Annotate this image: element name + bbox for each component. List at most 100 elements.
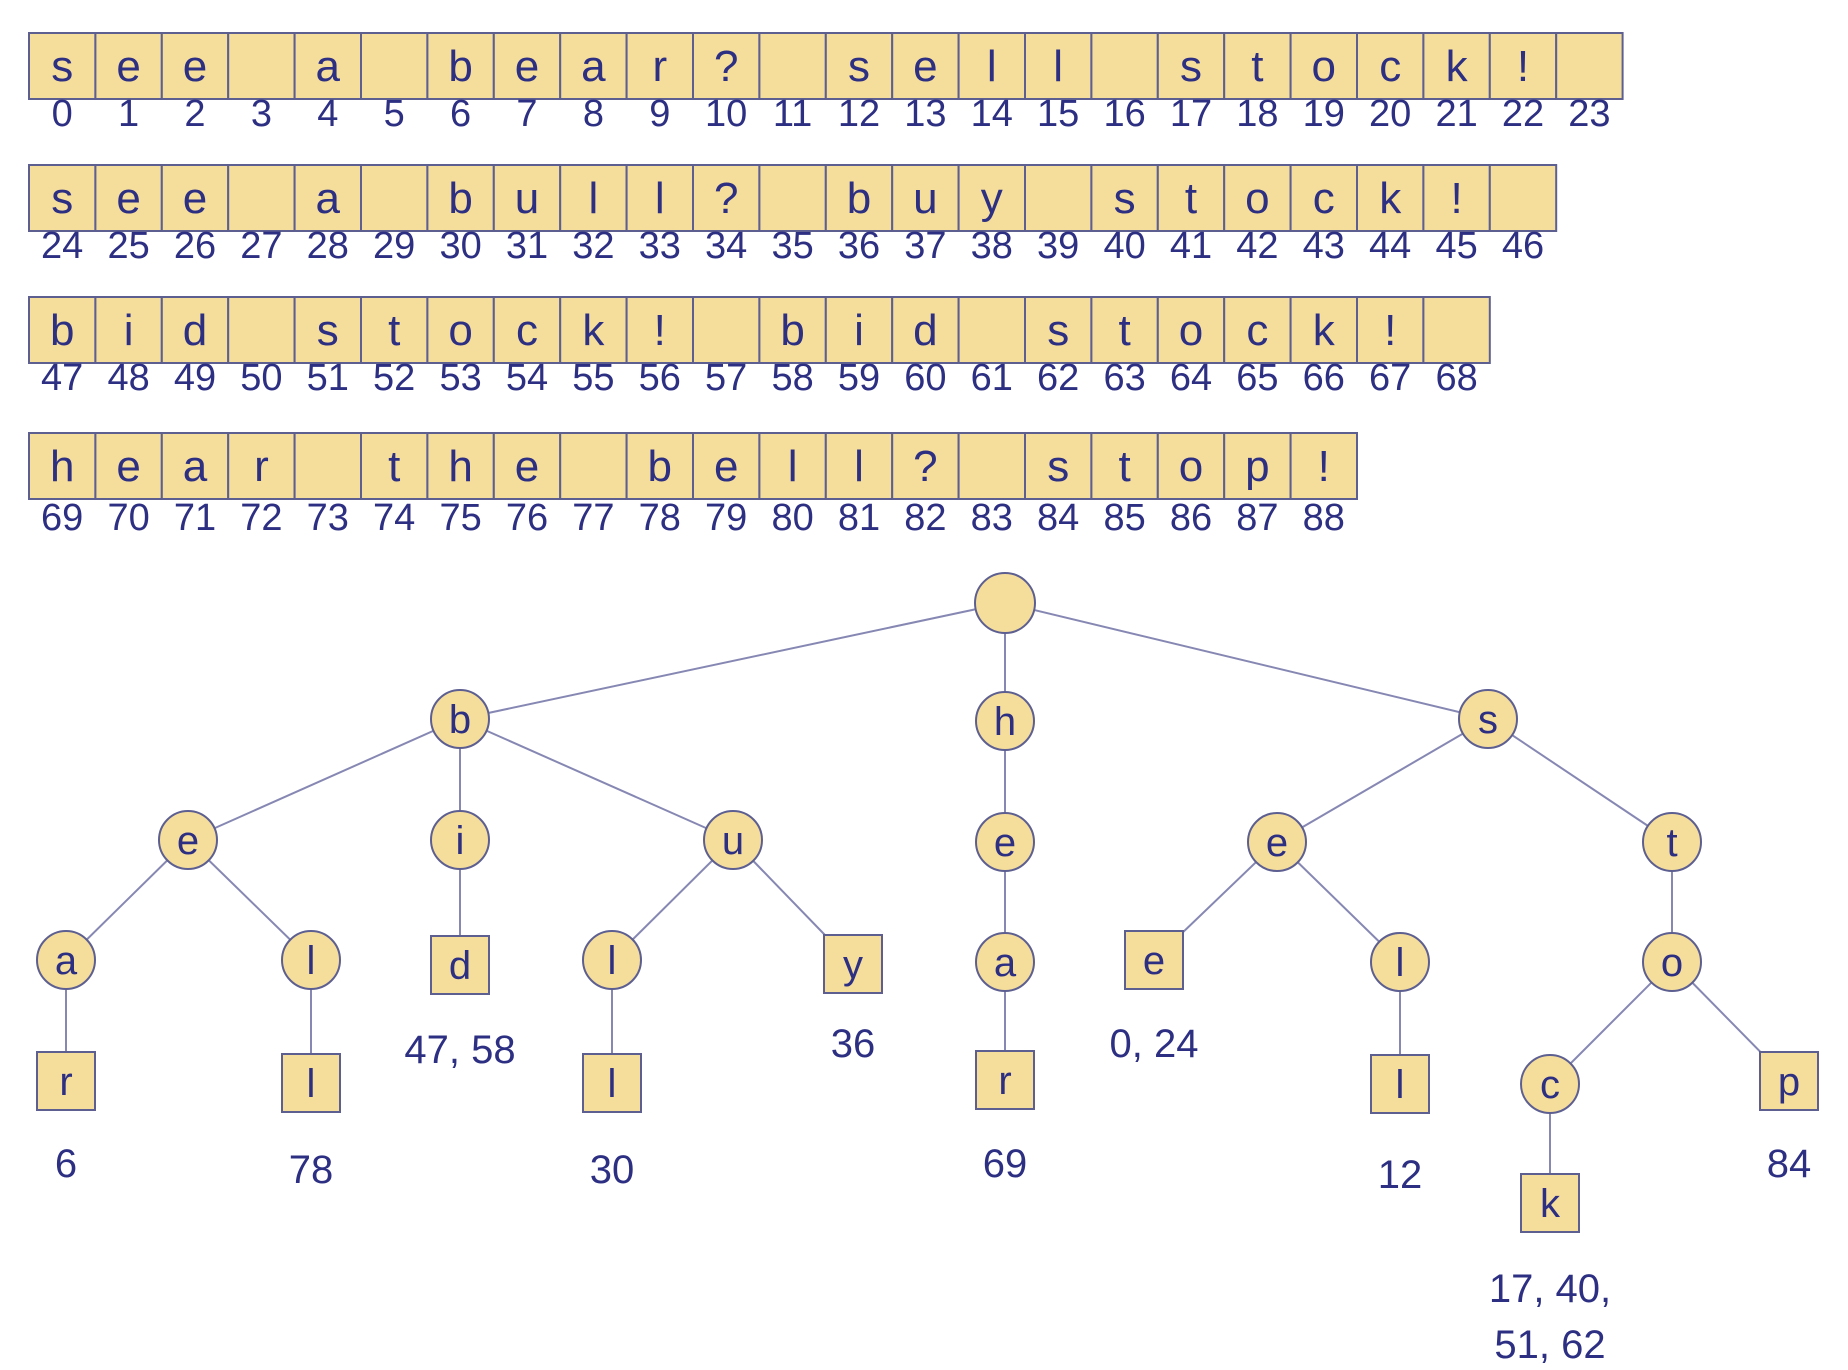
trie-edge-s-se (1276, 718, 1489, 843)
node-circle (975, 691, 1035, 751)
char-cell (1024, 296, 1093, 364)
char-index-label: 84 (1037, 497, 1079, 539)
char-cell-text: k (582, 306, 605, 355)
char-index-label: 12 (838, 93, 880, 135)
char-index-label: 63 (1103, 357, 1145, 399)
char-cell (1289, 32, 1358, 100)
node-label: r (59, 1060, 72, 1104)
node-label: t (1666, 821, 1677, 865)
char-cell (426, 32, 495, 100)
char-index-label: 66 (1303, 357, 1345, 399)
trie-node-st: t (1642, 812, 1702, 872)
char-index-label: 80 (771, 497, 813, 539)
node-label: e (1266, 821, 1288, 865)
char-index-label: 44 (1369, 225, 1411, 267)
char-cell-text: l (589, 174, 599, 223)
char-cell (559, 296, 628, 364)
char-index-label: 82 (904, 497, 946, 539)
char-cell (227, 32, 296, 100)
char-cell (824, 32, 894, 100)
char-index-label: 30 (439, 225, 481, 267)
char-cell-text: e (515, 42, 539, 91)
char-cell-text: e (116, 42, 140, 91)
char-cell-text: e (714, 442, 738, 491)
leaf-square (975, 1050, 1035, 1110)
node-circle (582, 930, 642, 990)
leaf-square (36, 1051, 96, 1111)
char-cell (957, 32, 1026, 100)
char-cell (1223, 164, 1292, 232)
char-index-label: 73 (307, 497, 349, 539)
char-index-label: 55 (572, 357, 614, 399)
char-cell (758, 32, 827, 100)
char-cell-text: t (1118, 306, 1130, 355)
leaf-square (281, 1053, 341, 1113)
char-index-label: 78 (639, 497, 681, 539)
char-cell (559, 32, 628, 100)
occurrence-list-bear: 6 (55, 1142, 77, 1186)
char-cell (1090, 296, 1159, 364)
leaf-square (1520, 1173, 1580, 1233)
node-label: a (55, 939, 78, 983)
char-cell-text: l (655, 174, 665, 223)
char-cell (625, 296, 694, 364)
char-cell-text: l (987, 42, 997, 91)
char-index-label: 0 (52, 93, 73, 135)
char-cell-text: d (913, 306, 937, 355)
char-index-label: 54 (506, 357, 548, 399)
char-cell (360, 296, 429, 364)
node-circle (281, 930, 341, 990)
char-index-label: 46 (1502, 225, 1544, 267)
char-cell (559, 432, 628, 500)
char-index-label: 5 (384, 93, 405, 135)
trie-node-h: h (975, 691, 1035, 751)
char-cell-text: s (51, 42, 73, 91)
trie-node-stoc: c (1520, 1054, 1580, 1114)
trie-leaf-bull: l (582, 1053, 642, 1113)
char-index-label: 85 (1103, 497, 1145, 539)
trie-node-he: e (975, 812, 1035, 872)
trie-node-be: e (158, 810, 218, 870)
char-cell-text: o (1312, 42, 1336, 91)
char-index-label: 24 (41, 225, 83, 267)
char-cell (692, 164, 761, 232)
char-cell (28, 432, 97, 500)
char-cell (625, 32, 694, 100)
char-index-label: 13 (904, 93, 946, 135)
node-label: e (994, 821, 1016, 865)
char-index-label: 6 (450, 93, 471, 135)
char-index-label: 77 (572, 497, 614, 539)
char-index-label: 62 (1037, 357, 1079, 399)
trie-node-bea: a (36, 930, 96, 990)
occurrence-list-hear: 69 (983, 1142, 1028, 1186)
char-cell-text: p (1245, 442, 1269, 491)
char-cell-text: e (515, 442, 539, 491)
char-cell-text: s (1114, 174, 1136, 223)
char-cell-text: e (913, 42, 937, 91)
trie-node-b: b (430, 689, 490, 749)
char-cell-text: s (1047, 306, 1069, 355)
char-cell-text: c (1379, 42, 1401, 91)
char-cell-text: b (648, 442, 672, 491)
char-cell-text: b (780, 306, 804, 355)
node-label: d (449, 944, 471, 988)
char-index-label: 45 (1435, 225, 1477, 267)
trie-node-se: e (1247, 812, 1307, 872)
char-cell (1555, 32, 1624, 100)
char-cell (758, 296, 827, 364)
node-label: u (722, 819, 744, 863)
node-label: r (998, 1059, 1011, 1103)
char-cell-text: a (581, 42, 606, 91)
char-cell-text: ! (1384, 306, 1396, 355)
char-index-label: 53 (439, 357, 481, 399)
node-circle (975, 932, 1035, 992)
char-cell (28, 32, 97, 100)
char-index-label: 43 (1303, 225, 1345, 267)
node-label: l (1396, 941, 1405, 985)
char-cell (957, 296, 1026, 364)
char-cell-text: y (981, 174, 1003, 223)
char-index-label: 39 (1037, 225, 1079, 267)
